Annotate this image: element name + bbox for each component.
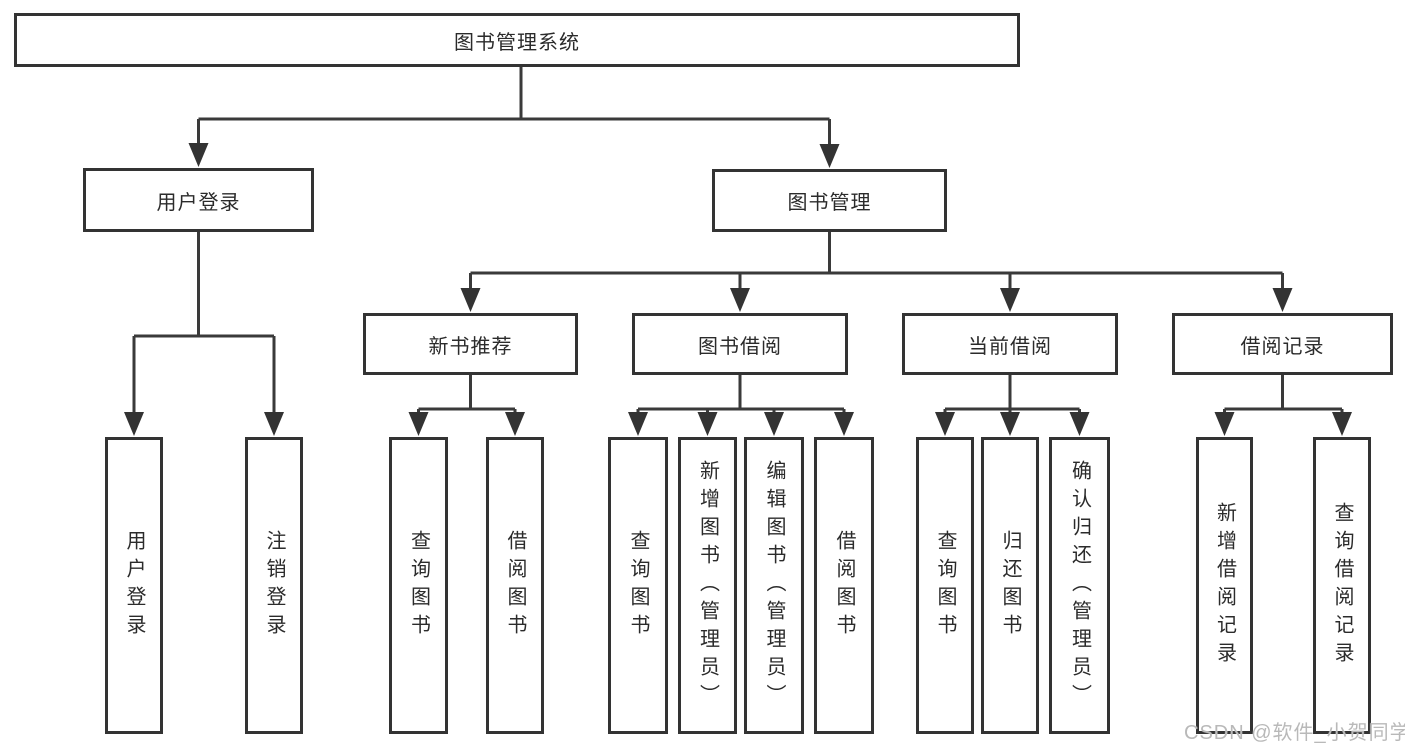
leaf-cb-return-books: 归还图书 <box>981 437 1039 734</box>
arrowhead-icon <box>124 412 144 436</box>
node-book-management: 图书管理 <box>712 169 947 232</box>
leaf-label: 借阅图书 <box>833 529 855 642</box>
leaf-bb-query-books: 查询图书 <box>608 437 668 734</box>
arrowhead-icon <box>460 288 481 312</box>
leaf-cb-query-books: 查询图书 <box>916 437 974 734</box>
arrowhead-icon <box>1272 288 1293 312</box>
arrowhead-icon <box>697 412 718 436</box>
node-book-borrowing: 图书借阅 <box>632 313 848 375</box>
arrowhead-icon <box>628 412 648 436</box>
arrowhead-icon <box>1069 412 1090 436</box>
node-library-system: 图书管理系统 <box>14 13 1020 67</box>
leaf-label: 新增图书（管理员） <box>696 459 719 712</box>
arrowhead-icon <box>1332 412 1352 436</box>
arrowhead-icon <box>264 412 284 436</box>
arrowhead-icon <box>764 412 784 436</box>
leaf-bb-edit-books-admin: 编辑图书（管理员） <box>744 437 804 734</box>
leaf-label: 归还图书 <box>999 529 1021 642</box>
leaf-label: 用户登录 <box>123 529 145 642</box>
leaf-bb-borrow-books: 借阅图书 <box>814 437 874 734</box>
leaf-br-add-record: 新增借阅记录 <box>1196 437 1253 734</box>
watermark: CSDN @软件_小贺同学 <box>1184 722 1405 744</box>
node-user-login: 用户登录 <box>83 168 314 232</box>
arrowhead-icon <box>505 412 525 436</box>
leaf-cb-confirm-return-admin: 确认归还（管理员） <box>1049 437 1110 734</box>
arrowhead-icon <box>1214 412 1235 436</box>
arrowhead-icon <box>730 288 750 312</box>
leaf-br-query-record: 查询借阅记录 <box>1313 437 1371 734</box>
arrowhead-icon <box>408 412 429 436</box>
leaf-nb-query-books: 查询图书 <box>389 437 448 734</box>
leaf-bb-add-books-admin: 新增图书（管理员） <box>678 437 737 734</box>
node-borrowing-records: 借阅记录 <box>1172 313 1393 375</box>
leaf-nb-borrow-books: 借阅图书 <box>486 437 544 734</box>
leaf-label: 查询图书 <box>627 529 649 642</box>
leaf-label: 查询图书 <box>934 529 956 642</box>
arrowhead-icon <box>1000 288 1020 312</box>
leaf-label: 注销登录 <box>263 529 285 642</box>
leaf-label: 查询图书 <box>407 529 430 642</box>
leaf-label: 确认归还（管理员） <box>1068 459 1091 712</box>
leaf-user-login: 用户登录 <box>105 437 163 734</box>
leaf-label: 借阅图书 <box>504 529 526 642</box>
leaf-label: 查询借阅记录 <box>1331 501 1353 670</box>
arrowhead-icon <box>819 144 840 168</box>
arrowhead-icon <box>834 412 854 436</box>
node-current-borrowing: 当前借阅 <box>902 313 1118 375</box>
leaf-label: 新增借阅记录 <box>1213 501 1236 670</box>
arrowhead-icon <box>1000 412 1020 436</box>
node-new-book-recommend: 新书推荐 <box>363 313 578 375</box>
arrowhead-icon <box>188 143 209 167</box>
arrowhead-icon <box>935 412 955 436</box>
leaf-logout-login: 注销登录 <box>245 437 303 734</box>
leaf-label: 编辑图书（管理员） <box>763 459 785 712</box>
